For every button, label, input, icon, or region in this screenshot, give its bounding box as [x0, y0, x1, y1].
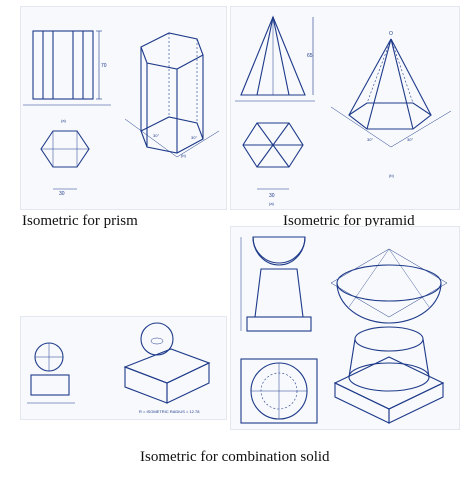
pyramid-label-a: (a)	[269, 201, 275, 206]
pyramid-label-b: (b)	[389, 173, 395, 178]
combo-small-figure: R = ISOMETRIC RADIUS = 12.78	[20, 316, 227, 420]
prism-angle-left: 30°	[153, 133, 159, 138]
combo-small-isometric: R = ISOMETRIC RADIUS = 12.78	[123, 322, 211, 414]
caption-pyramid: Isometric for pyramid	[283, 213, 415, 229]
pyramid-angle-right: 30°	[407, 137, 413, 142]
pyramid-base-dim: 30	[269, 193, 275, 199]
pyramid-figure: 65 30 (a) O 30° 30° (b)	[230, 6, 460, 210]
prism-top-view: 30 (a)	[40, 118, 90, 197]
prism-figure: 70 30 (a) 30° 30° (b)	[20, 6, 227, 210]
combo-large-figure	[230, 226, 460, 430]
caption-prism: Isometric for prism	[22, 213, 138, 229]
prism-label-b: (b)	[181, 153, 187, 158]
combo-large-front-view	[240, 236, 312, 332]
combo-large-top-view	[240, 358, 318, 424]
pyramid-top-view: 30 (a)	[242, 122, 304, 206]
prism-label-a: (a)	[61, 118, 67, 123]
caption-combination: Isometric for combination solid	[140, 449, 330, 465]
prism-front-view: 70	[23, 30, 111, 106]
prism-height-label: 70	[101, 63, 107, 69]
pyramid-apex-label: O	[389, 31, 393, 37]
pyramid-height-label: 65	[307, 53, 313, 59]
pyramid-front-view: 65	[235, 15, 315, 102]
combo-small-note: R = ISOMETRIC RADIUS = 12.78	[139, 409, 200, 414]
pyramid-angle-left: 30°	[367, 137, 373, 142]
combo-small-orthographic	[27, 342, 75, 404]
prism-angle-right: 30°	[191, 135, 197, 140]
prism-base-dim: 30	[59, 191, 65, 197]
combo-large-isometric-view	[330, 248, 448, 424]
pyramid-isometric-view: O 30° 30° (b)	[330, 31, 452, 178]
prism-isometric-view: 30° 30° (b)	[124, 32, 220, 158]
